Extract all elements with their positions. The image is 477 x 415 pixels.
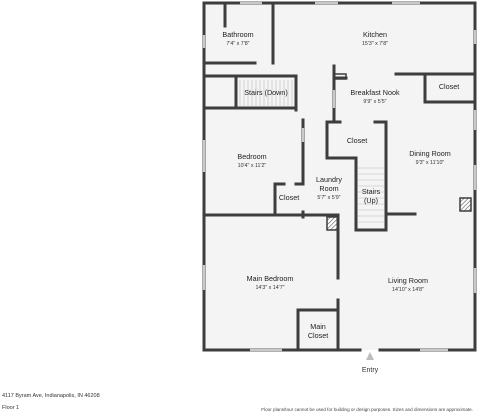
chimney-column — [326, 216, 339, 231]
disclaimer-text: Floor plans/tour cannot be used for buil… — [261, 407, 473, 412]
bedroom-dims: 10'4" x 11'2" — [238, 163, 267, 169]
entry-arrow-icon — [366, 352, 374, 360]
dining-room-name: Dining Room — [409, 149, 451, 158]
stairs-up-treads — [358, 167, 384, 223]
kitchen-dims: 15'3" x 7'8" — [362, 41, 388, 47]
living-room-name: Living Room — [388, 276, 428, 285]
address-text: 4117 Byram Ave, Indianapolis, IN 46208 — [2, 393, 100, 399]
breakfast-nook-name: Breakfast Nook — [350, 88, 400, 97]
entry-label: Entry — [362, 367, 379, 374]
bathroom-name: Bathroom — [222, 30, 253, 39]
closet-center-name: Closet — [347, 136, 367, 145]
main-closet-name-1: Main — [310, 322, 326, 331]
bedroom-name: Bedroom — [237, 152, 266, 161]
counter-stub — [333, 73, 347, 80]
laundry-room-name-2: Room — [319, 184, 338, 193]
kitchen-name: Kitchen — [363, 30, 387, 39]
main-closet-name-2: Closet — [308, 331, 328, 340]
stairs-down-name: Stairs (Down) — [244, 88, 288, 97]
main-bedroom-name: Main Bedroom — [247, 274, 294, 283]
living-room-dims: 14'10" x 14'8" — [392, 287, 424, 293]
laundry-room-name-1: Laundry — [316, 175, 342, 184]
corner-column — [459, 197, 472, 212]
closet-bedroom-name: Closet — [279, 193, 299, 202]
windows — [202, 1, 477, 352]
closet-nook-name: Closet — [439, 82, 459, 91]
laundry-room-dims: 5'7" x 5'9" — [317, 195, 340, 201]
main-bedroom-dims: 14'3" x 14'7" — [255, 285, 284, 291]
stairs-up-name-2: (Up) — [364, 196, 378, 205]
stairs-up-name-1: Stairs — [362, 187, 381, 196]
dining-room-dims: 9'3" x 11'10" — [416, 160, 445, 166]
stairs-down-treads — [239, 80, 293, 106]
floor-area — [204, 3, 475, 350]
bathroom-dims: 7'4" x 7'8" — [226, 41, 249, 47]
floor-label: Floor 1 — [2, 405, 20, 411]
breakfast-nook-dims: 9'9" x 5'5" — [363, 99, 386, 105]
